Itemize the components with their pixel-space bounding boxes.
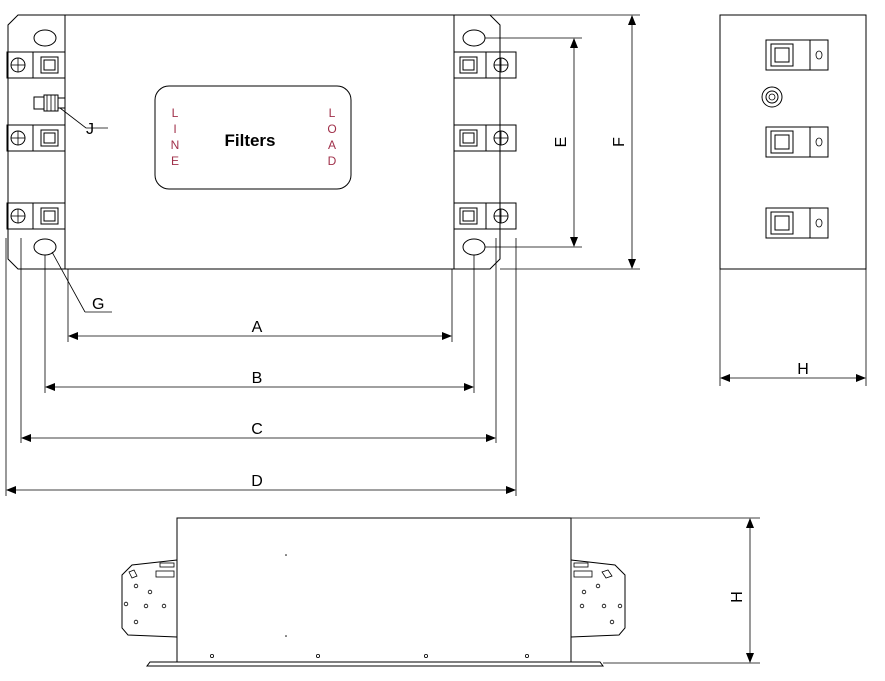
line-letter: N [171, 138, 180, 152]
left-terminals [6, 51, 66, 230]
dimension-h-side-label: H [797, 361, 809, 378]
right-flange [454, 14, 501, 270]
load-letter: D [328, 154, 337, 168]
load-letter: A [328, 138, 336, 152]
load-letter: L [329, 106, 336, 120]
dimension-h-bottom-label: H [729, 591, 746, 603]
ground-stud [33, 94, 108, 129]
dimension-c-label: C [251, 421, 263, 438]
left-bracket [121, 559, 178, 638]
left-flange [7, 14, 65, 270]
line-letter: E [171, 154, 179, 168]
dimension-a-label: A [252, 319, 263, 336]
dimension-b-label: B [252, 370, 263, 387]
side-view: H [719, 14, 867, 386]
dimension-f-label: F [611, 137, 628, 147]
side-ground-stud [761, 86, 783, 108]
callout-g-leader [51, 251, 86, 313]
label-plate [154, 85, 352, 190]
front-view: Filters L I N E L O A D J G [6, 14, 517, 313]
mount-hole-bottom-right [462, 238, 486, 256]
line-letter: L [172, 106, 179, 120]
dimension-e-label: E [553, 137, 570, 148]
load-letter: O [327, 122, 336, 136]
side-body [719, 14, 867, 270]
filters-label: Filters [224, 131, 275, 150]
mount-hole-top-right [462, 29, 486, 47]
bottom-body [176, 517, 572, 663]
base-plate [146, 661, 604, 667]
side-terminal [765, 207, 829, 239]
front-dimensions: A B C D E F [5, 14, 640, 496]
dimension-d-label: D [251, 473, 263, 490]
callout-j: J [86, 121, 94, 138]
side-terminal [765, 39, 829, 71]
mount-hole-top-left [33, 29, 57, 47]
line-letter: I [173, 122, 176, 136]
callout-g: G [92, 296, 104, 313]
right-bracket [570, 559, 626, 638]
right-terminals [453, 51, 517, 230]
bottom-view: H [121, 517, 760, 667]
side-terminal [765, 126, 829, 158]
